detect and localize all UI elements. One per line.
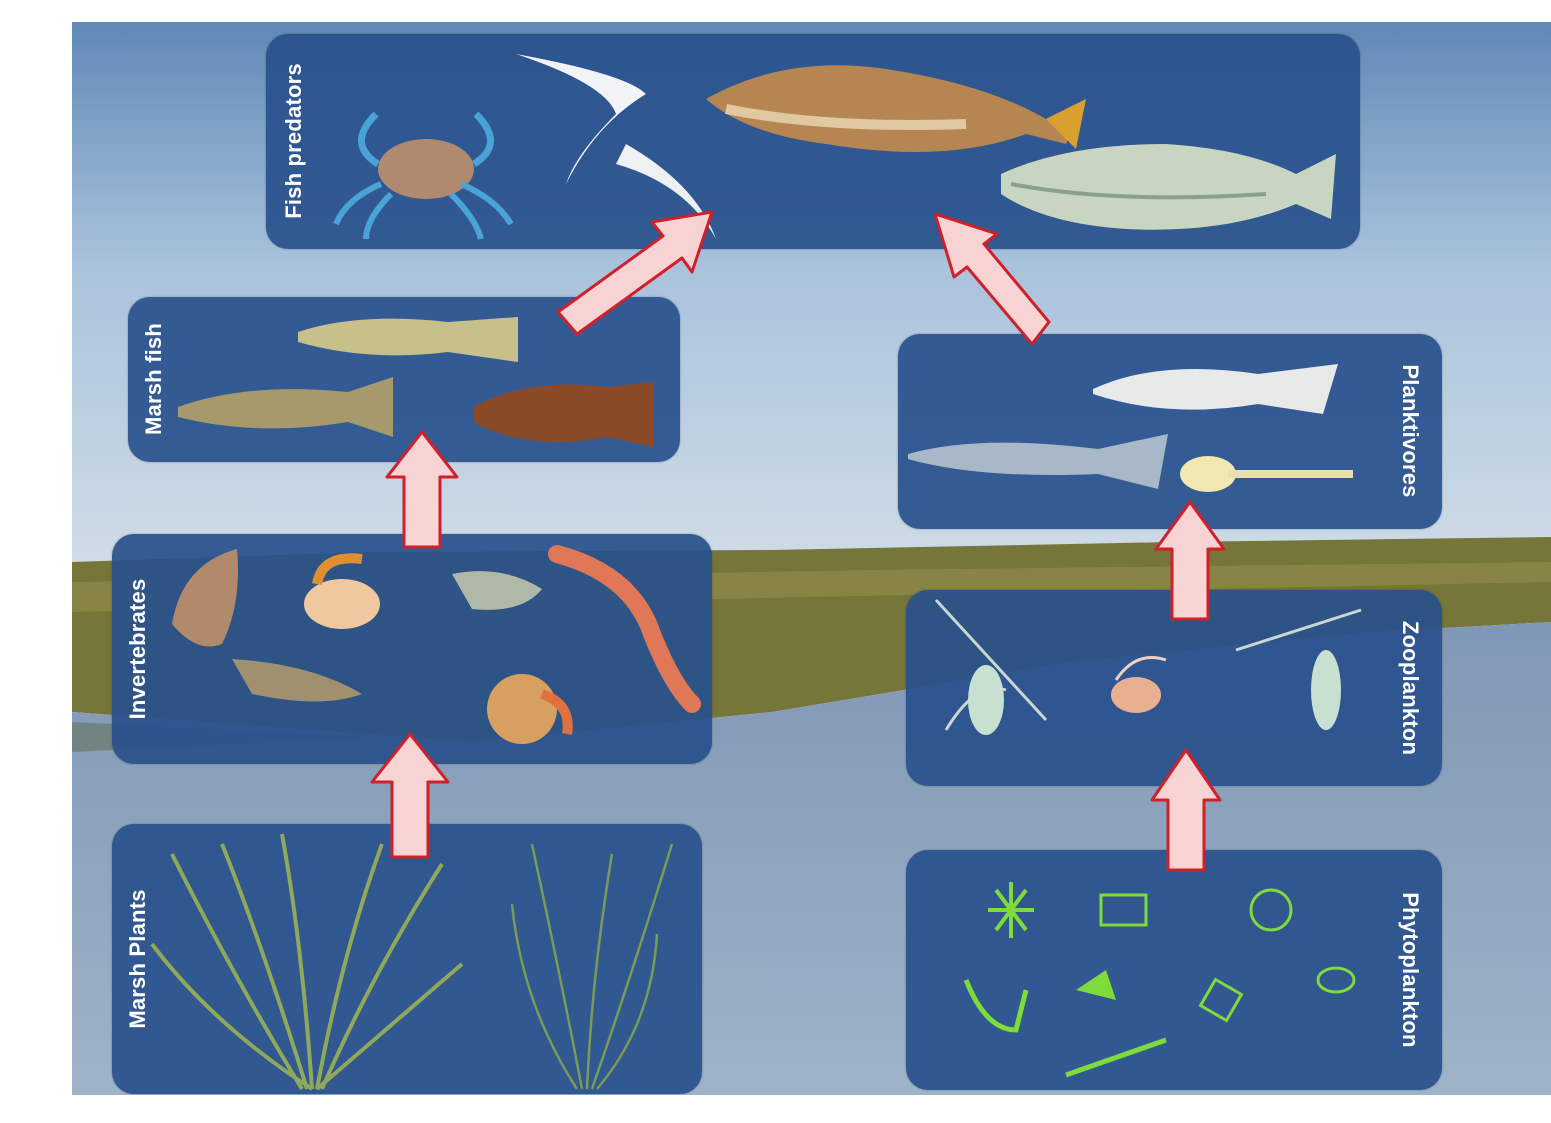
food-web-diagram: Fish predators Marsh fish Invertebrates [72,22,1551,1095]
arrow-marsh-fish-to-predators [558,212,712,334]
arrows-layer [72,22,1551,1095]
arrow-invertebrates-to-marsh-fish [387,432,457,547]
arrow-plants-to-invertebrates [372,734,448,857]
arrow-planktivores-to-predators [935,214,1049,344]
arrow-zoo-to-planktivores [1156,502,1224,619]
arrow-phyto-to-zooplankton [1152,750,1220,870]
